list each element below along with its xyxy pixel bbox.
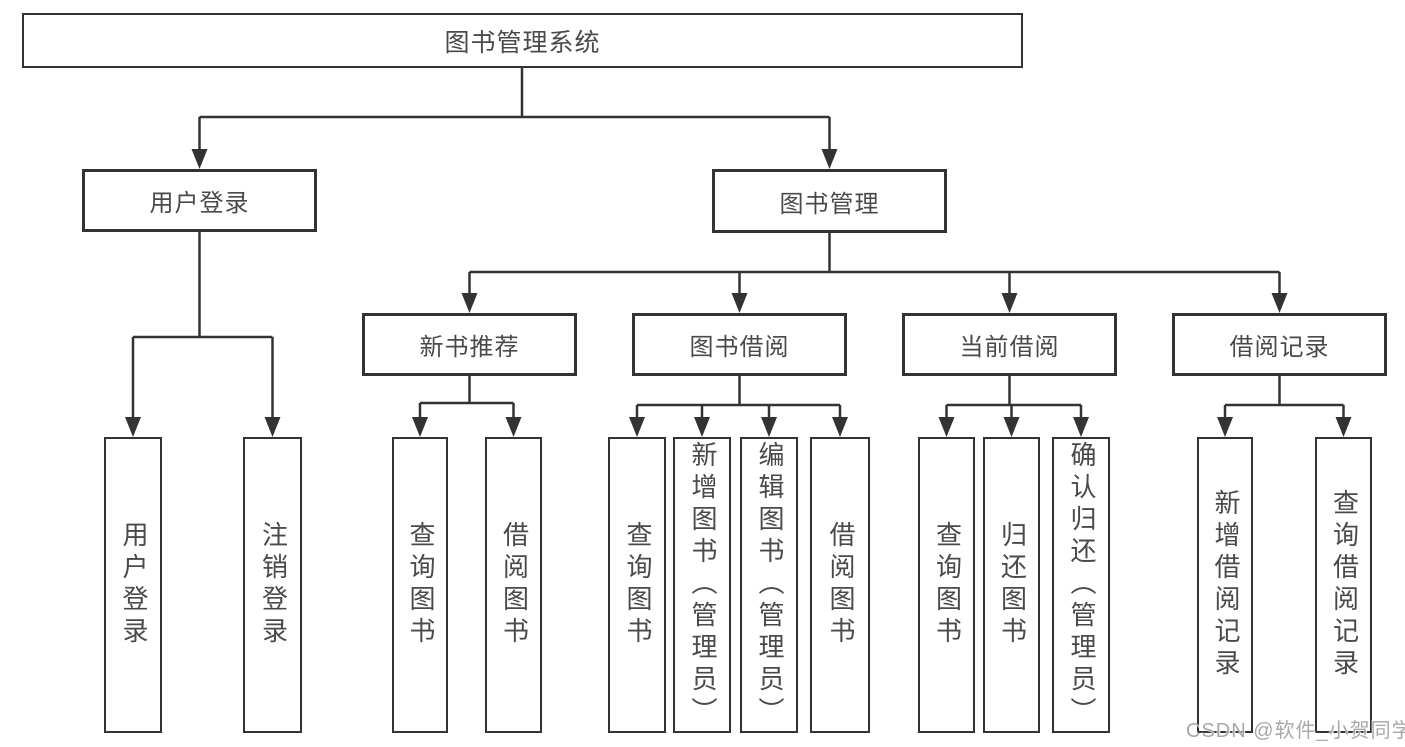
node-current-borrow: 当前借阅 — [902, 313, 1117, 376]
node-label: 新增图书（管理员） — [687, 441, 718, 729]
node-borrow-records: 借阅记录 — [1172, 313, 1387, 376]
node-label: 查询借阅记录 — [1329, 489, 1360, 681]
node-borrow-books-recommend: 借阅图书 — [485, 437, 542, 733]
node-return-book: 归还图书 — [983, 437, 1040, 733]
node-confirm-return-admin: 确认归还（管理员） — [1052, 437, 1110, 733]
node-book-management: 图书管理 — [712, 169, 947, 233]
node-label: 注销登录 — [258, 521, 289, 649]
node-add-borrow-record: 新增借阅记录 — [1197, 437, 1253, 733]
node-query-books-current: 查询图书 — [918, 437, 975, 733]
node-label: 借阅图书 — [499, 521, 530, 649]
node-label: 编辑图书（管理员） — [754, 441, 785, 729]
node-add-book-admin: 新增图书（管理员） — [673, 437, 731, 733]
node-label: 归还图书 — [997, 521, 1028, 649]
node-query-borrow-record: 查询借阅记录 — [1315, 437, 1372, 733]
node-borrow-books: 借阅图书 — [810, 437, 870, 733]
node-library-management-system: 图书管理系统 — [22, 13, 1023, 68]
node-label: 查询图书 — [405, 521, 436, 649]
node-user-login: 用户登录 — [104, 437, 162, 733]
node-book-borrow: 图书借阅 — [632, 313, 847, 376]
node-label: 确认归还（管理员） — [1066, 441, 1097, 729]
node-edit-book-admin: 编辑图书（管理员） — [740, 437, 798, 733]
node-label: 用户登录 — [118, 521, 149, 649]
node-logout: 注销登录 — [243, 437, 302, 733]
node-user-login-group: 用户登录 — [82, 169, 317, 232]
node-query-books-borrow: 查询图书 — [608, 437, 666, 733]
node-label: 查询图书 — [622, 521, 653, 649]
node-label: 查询图书 — [932, 521, 963, 649]
node-label: 借阅图书 — [825, 521, 856, 649]
watermark: CSDN @软件_小贺同学 — [1186, 720, 1405, 742]
node-new-book-recommend: 新书推荐 — [362, 313, 577, 376]
node-query-books-recommend: 查询图书 — [392, 437, 448, 733]
node-label: 新增借阅记录 — [1210, 489, 1241, 681]
